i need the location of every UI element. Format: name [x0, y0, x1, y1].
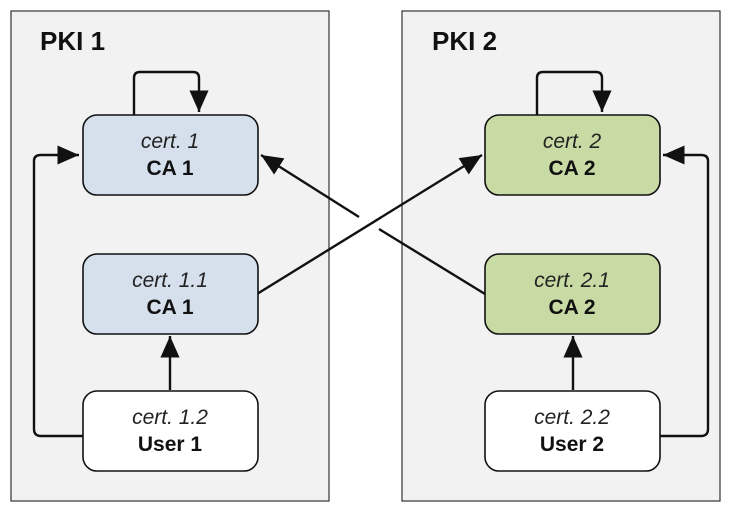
- node-ca2-root-box: [484, 114, 661, 196]
- node-ca2-root[interactable]: cert. 2 CA 2: [484, 114, 661, 196]
- node-ca1-sub-entity: CA 1: [146, 296, 193, 319]
- node-user2-box: [484, 390, 661, 472]
- node-user2[interactable]: cert. 2.2 User 2: [484, 390, 661, 472]
- node-ca2-sub-box: [484, 253, 661, 335]
- node-user2-entity: User 2: [540, 433, 604, 456]
- node-ca1-sub-box: [82, 253, 259, 335]
- panel-pki-2-title: PKI 2: [432, 26, 497, 56]
- node-user1-entity: User 1: [138, 433, 203, 456]
- node-user2-cert: cert. 2.2: [534, 406, 610, 429]
- node-ca1-sub[interactable]: cert. 1.1 CA 1: [82, 253, 259, 335]
- node-ca1-root[interactable]: cert. 1 CA 1: [82, 114, 259, 196]
- arrow-user1-to-ca1-root: [32, 145, 83, 438]
- node-ca1-root-box: [82, 114, 259, 196]
- node-ca2-root-cert: cert. 2: [543, 130, 602, 153]
- node-ca2-sub-entity: CA 2: [548, 296, 595, 319]
- node-ca2-sub-cert: cert. 2.1: [534, 269, 610, 292]
- panel-pki-1-title: PKI 1: [40, 26, 105, 56]
- node-ca1-root-entity: CA 1: [146, 157, 193, 180]
- node-ca1-sub-cert: cert. 1.1: [132, 269, 208, 292]
- cross-cert-line-ca2-lower: [378, 227, 486, 296]
- arrow-user2-to-ca2-root: [659, 145, 710, 438]
- node-ca1-root-cert: cert. 1: [141, 130, 199, 153]
- node-user1-cert: cert. 1.2: [132, 406, 208, 429]
- cross-cert-arrow-ca1-to-ca2: [256, 153, 483, 296]
- node-ca2-root-entity: CA 2: [548, 157, 595, 180]
- cross-cert-arrow-ca2-to-ca1: [260, 153, 360, 219]
- self-sign-arrow-ca2: [535, 70, 612, 115]
- self-sign-arrow-ca1: [132, 70, 209, 115]
- node-user1[interactable]: cert. 1.2 User 1: [82, 390, 259, 472]
- edges: [32, 70, 710, 438]
- node-ca2-sub[interactable]: cert. 2.1 CA 2: [484, 253, 661, 335]
- node-user1-box: [82, 390, 259, 472]
